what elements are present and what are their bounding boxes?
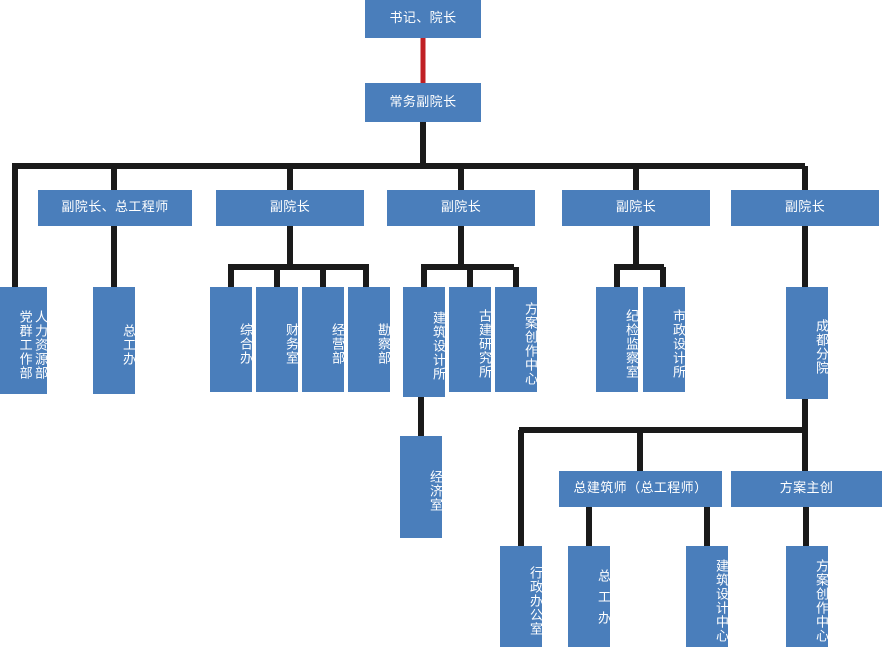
node-label: 成都分院: [813, 319, 828, 375]
node-ancient-arch-institute[interactable]: 古建研究所: [449, 287, 491, 392]
node-label: 副院长: [615, 200, 657, 216]
node-label: 市政设计所: [670, 308, 685, 379]
node-label: 建筑设计所: [430, 311, 445, 381]
node-municipal-design-institute[interactable]: 市政设计所: [643, 287, 685, 392]
node-vp-chief-engineer[interactable]: 副院长、总工程师: [38, 190, 192, 226]
node-chief-engineer-office[interactable]: 总工办: [93, 287, 135, 394]
node-finance-office[interactable]: 财务室: [256, 287, 298, 392]
node-label: 副院长、总工程师: [61, 200, 169, 216]
node-label: 人力资源部 党群工作部: [16, 309, 47, 380]
node-label: 方案创作中心: [522, 301, 537, 386]
node-label: 综合办: [237, 322, 252, 365]
node-exec-vice-president[interactable]: 常务副院长: [365, 83, 481, 122]
node-vp-5[interactable]: 副院长: [731, 190, 879, 226]
node-label: 行政办公室: [527, 565, 542, 636]
node-label: 书记、院长: [389, 11, 457, 27]
node-label: 方案创作中心: [813, 558, 828, 643]
node-admin-office[interactable]: 行政办公室: [500, 546, 542, 647]
node-scheme-creation-center[interactable]: 方案创作中心: [495, 287, 537, 392]
node-hr-party-dept[interactable]: 人力资源部 党群工作部: [0, 287, 47, 394]
node-label: 纪检监察室: [623, 308, 638, 379]
node-vp-4[interactable]: 副院长: [562, 190, 710, 226]
node-chief-engineer-office-branch[interactable]: 总工办: [568, 546, 610, 647]
node-arch-design-institute[interactable]: 建筑设计所: [403, 287, 445, 397]
node-label: 总工办: [120, 323, 135, 366]
node-chief-architect[interactable]: 总建筑师（总工程师）: [559, 471, 722, 507]
node-label: 经济室: [427, 470, 442, 512]
node-label: 经营部: [329, 322, 344, 365]
node-label: 勘察部: [375, 322, 390, 365]
node-discipline-office[interactable]: 纪检监察室: [596, 287, 638, 392]
node-operations-dept[interactable]: 经营部: [302, 287, 344, 392]
node-label: 总工办: [595, 569, 610, 632]
node-survey-dept[interactable]: 勘察部: [348, 287, 390, 392]
node-label: 副院长: [269, 200, 311, 216]
node-label: 财务室: [283, 322, 298, 365]
node-vp-2[interactable]: 副院长: [216, 190, 364, 226]
node-label: 总建筑师（总工程师）: [573, 481, 708, 497]
node-label: 副院长: [784, 200, 826, 216]
node-label: 方案主创: [779, 481, 834, 497]
node-secretary-president[interactable]: 书记、院长: [365, 0, 481, 38]
node-label: 古建研究所: [476, 308, 491, 379]
node-chengdu-branch[interactable]: 成都分院: [786, 287, 828, 399]
node-economics-office[interactable]: 经济室: [400, 436, 442, 538]
node-label: 常务副院长: [389, 94, 457, 110]
node-vp-3[interactable]: 副院长: [387, 190, 535, 226]
node-label: 副院长: [440, 200, 482, 216]
node-arch-design-center[interactable]: 建筑设计中心: [686, 546, 728, 647]
node-scheme-lead[interactable]: 方案主创: [731, 471, 882, 507]
node-label: 建筑设计中心: [713, 558, 728, 643]
node-general-office[interactable]: 综合办: [210, 287, 252, 392]
node-scheme-creation-center-branch[interactable]: 方案创作中心: [786, 546, 828, 647]
